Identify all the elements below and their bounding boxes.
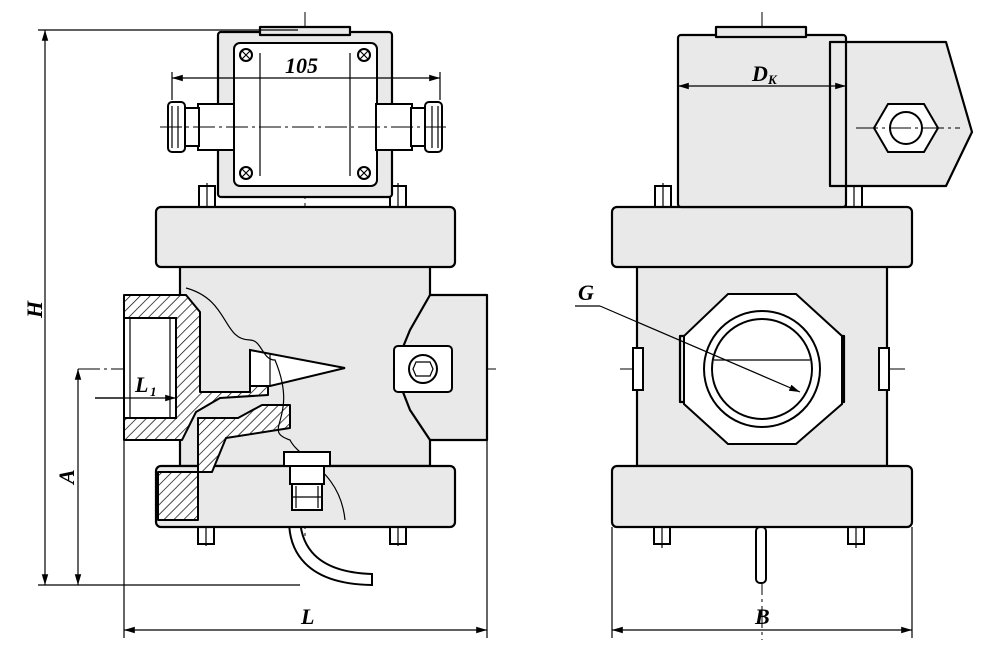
right-top-bolts: [654, 183, 863, 210]
bottom-rod: [755, 526, 767, 584]
thread-G-label: G: [578, 280, 594, 305]
top-flange: [154, 205, 457, 269]
dim-B-label: B: [754, 604, 770, 629]
dim-L1-label: L: [134, 372, 148, 397]
top-flange-side: [610, 205, 914, 269]
sensor-gland: [283, 451, 331, 511]
dim-DK-label: D: [751, 61, 768, 86]
dim-L-label: L: [300, 604, 314, 629]
G-leader: [599, 305, 801, 393]
cable: [288, 507, 373, 587]
bottom-flange-side: [610, 464, 914, 529]
right-view: D K G B: [575, 12, 974, 640]
box-top-lip-side: [714, 25, 808, 39]
box-top-lip: [258, 25, 352, 37]
dim-H-label: H: [22, 300, 47, 319]
cover-screws: [239, 48, 371, 180]
lower-flange-section: [157, 471, 199, 521]
seat-section-hatch: [197, 404, 291, 473]
hex-socket-icon: [412, 361, 434, 377]
left-view: 105 H A L 1 L: [22, 12, 500, 638]
dim-A-label: A: [54, 469, 79, 486]
dim-L1-subscript: 1: [150, 384, 157, 399]
inlet-bore: [123, 317, 177, 419]
port-inner-ring: [711, 318, 813, 420]
dim-DK-subscript: K: [767, 72, 778, 87]
left-lug: [632, 347, 644, 391]
right-lug: [878, 347, 890, 391]
dim-105-label: 105: [285, 53, 318, 78]
